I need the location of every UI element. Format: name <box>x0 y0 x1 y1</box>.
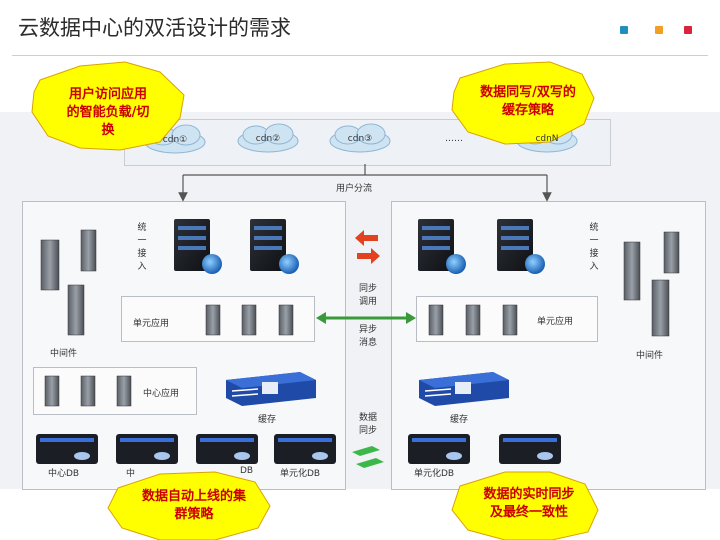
header-divider <box>12 55 708 56</box>
callout-top-right-text: 数据同写/双写的缓存策略 <box>480 85 576 118</box>
middleware-label: 中间件 <box>636 351 664 361</box>
center-app-label: 中心应用 <box>143 389 180 399</box>
cloud-icon <box>237 123 299 153</box>
db-server-icon <box>499 434 561 464</box>
db-server-icon <box>116 434 178 464</box>
middleware-server-icon <box>40 229 97 336</box>
data-sync-arrows-icon <box>352 446 384 468</box>
db-server-icon <box>196 434 258 464</box>
db-label: 中心DB <box>48 469 80 479</box>
async-msg-label: 异步消息 <box>358 325 377 348</box>
orange-square-icon <box>655 26 663 34</box>
cache-switch-icon <box>419 372 509 406</box>
sync-line-icon <box>316 312 416 324</box>
db-label: DB <box>240 466 254 476</box>
callout-burst-bottom-left <box>107 471 271 540</box>
center-app-server-icon <box>44 375 132 407</box>
db-label: 单元化DB <box>280 469 321 479</box>
callout-burst-top-right <box>451 61 595 145</box>
cache-label: 缓存 <box>450 415 469 425</box>
access-server-icon <box>174 219 222 274</box>
callout-bottom-right-text: 数据的实时同步及最终一致性 <box>483 487 575 520</box>
unified-access-label: 统一接入 <box>589 223 599 272</box>
access-server-icon <box>418 219 466 274</box>
cdn-node-label: …… <box>445 134 463 144</box>
cache-label: 缓存 <box>258 415 277 425</box>
cdn-node-label: cdnN <box>535 134 559 144</box>
blue-square-icon <box>620 26 628 34</box>
db-server-icon <box>36 434 98 464</box>
cdn-node-label: cdn③ <box>347 134 373 144</box>
unified-access-label: 统一接入 <box>137 223 147 272</box>
data-sync-label: 数据同步 <box>358 413 377 436</box>
callout-burst-top-left <box>31 61 185 151</box>
sync-call-label: 同步调用 <box>358 284 377 307</box>
left-center-app-group <box>33 367 197 415</box>
db-server-icon <box>274 434 336 464</box>
db-label: 中 <box>126 469 136 479</box>
slide-title: 云数据中心的双活设计的需求 <box>18 16 291 40</box>
db-server-icon <box>408 434 470 464</box>
user-split-label: 用户分流 <box>336 184 373 194</box>
callout-bottom-left-text: 数据自动上线的集群策略 <box>141 489 246 522</box>
db-label: 单元化DB <box>414 469 455 479</box>
unit-app-server-icon <box>205 304 294 336</box>
cdn-node-label: cdn② <box>255 134 281 144</box>
unit-app-label: 单元应用 <box>133 319 170 329</box>
access-server-icon <box>497 219 545 274</box>
callout-top-left-text: 用户访问应用的智能负载/切换 <box>66 87 150 138</box>
bidirectional-red-arrows-icon <box>355 230 380 264</box>
callout-burst-bottom-right <box>451 471 599 540</box>
cloud-icon <box>329 123 391 153</box>
access-server-icon <box>250 219 299 274</box>
unit-app-label: 单元应用 <box>537 317 574 327</box>
middleware-server-icon <box>623 231 680 337</box>
cache-switch-icon <box>226 372 316 406</box>
unit-app-server-icon <box>428 304 518 336</box>
middleware-label: 中间件 <box>50 349 78 359</box>
red-square-icon <box>684 26 692 34</box>
cdn-node-label: cdn① <box>162 135 188 145</box>
